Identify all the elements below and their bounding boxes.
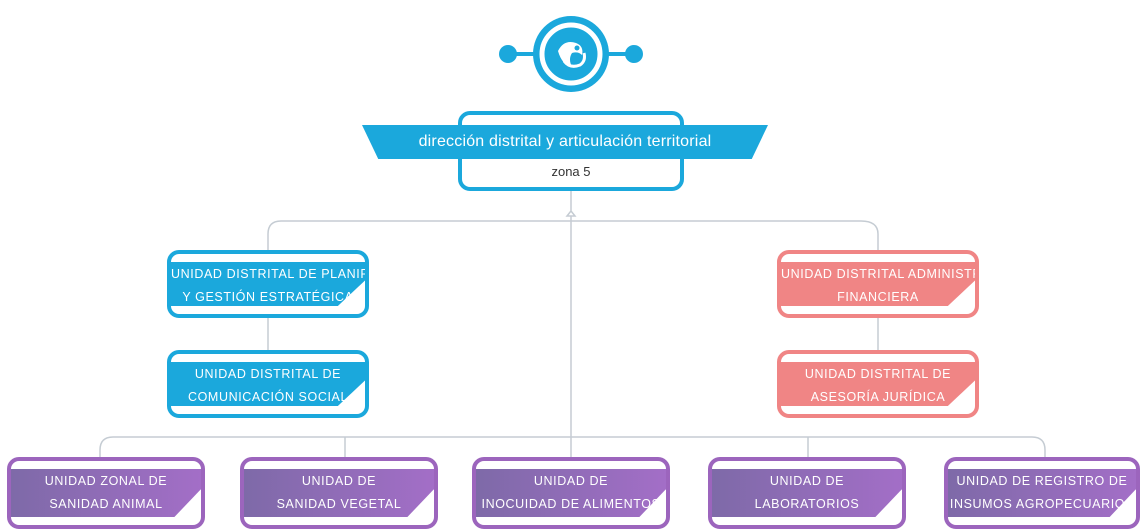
unit-label-line1: UNIDAD DISTRITAL ADMINISTRATIVA (781, 267, 975, 281)
unit-label-line2: FINANCIERA (837, 290, 919, 304)
unit-laboratorios: UNIDAD DE LABORATORIOS (708, 457, 906, 529)
unit-label-line2: INSUMOS AGROPECUARIOS (949, 497, 1135, 511)
unit-label-line1: UNIDAD DISTRITAL DE (194, 367, 342, 381)
unit-label-line1: UNIDAD DE (533, 474, 609, 488)
root-title: dirección distrital y articulación terri… (418, 133, 712, 150)
root-subtitle: zona 5 (551, 164, 591, 179)
unit-label-line2: ASESORÍA JURÍDICA (810, 390, 946, 404)
organization-logo (499, 16, 643, 92)
unit-sanidad-vegetal: UNIDAD DE SANIDAD VEGETAL (240, 457, 438, 529)
unit-label-line1: UNIDAD DISTRITAL DE PLANIFICACIÓN (171, 267, 369, 281)
unit-label-line2: INOCUIDAD DE ALIMENTOS (481, 497, 661, 511)
unit-label-line1: UNIDAD DISTRITAL DE (804, 367, 952, 381)
unit-registro-insumos: UNIDAD DE REGISTRO DE INSUMOS AGROPECUAR… (944, 457, 1140, 529)
unit-label-line1: UNIDAD DE (769, 474, 845, 488)
unit-label-line2: SANIDAD ANIMAL (49, 497, 163, 511)
unit-comunicacion-social: UNIDAD DISTRITAL DE COMUNICACIÓN SOCIAL (167, 350, 369, 418)
unit-sanidad-animal: UNIDAD ZONAL DE SANIDAD ANIMAL (7, 457, 205, 529)
unit-label-line2: COMUNICACIÓN SOCIAL (187, 390, 349, 404)
unit-planificacion: UNIDAD DISTRITAL DE PLANIFICACIÓN Y GEST… (167, 250, 369, 318)
unit-label-line1: UNIDAD ZONAL DE (44, 474, 168, 488)
unit-inocuidad-alimentos: UNIDAD DE INOCUIDAD DE ALIMENTOS (472, 457, 670, 529)
unit-label-line2: Y GESTIÓN ESTRATÉGICA (182, 290, 354, 304)
unit-label-line2: SANIDAD VEGETAL (276, 497, 402, 511)
unit-label-line2: LABORATORIOS (754, 497, 860, 511)
unit-label-line1: UNIDAD DE (301, 474, 377, 488)
unit-administrativa-financiera: UNIDAD DISTRITAL ADMINISTRATIVA FINANCIE… (777, 250, 979, 318)
unit-label-line1: UNIDAD DE REGISTRO DE (956, 474, 1128, 488)
root-title-banner: dirección distrital y articulación terri… (362, 125, 768, 159)
unit-asesoria-juridica: UNIDAD DISTRITAL DE ASESORÍA JURÍDICA (777, 350, 979, 418)
